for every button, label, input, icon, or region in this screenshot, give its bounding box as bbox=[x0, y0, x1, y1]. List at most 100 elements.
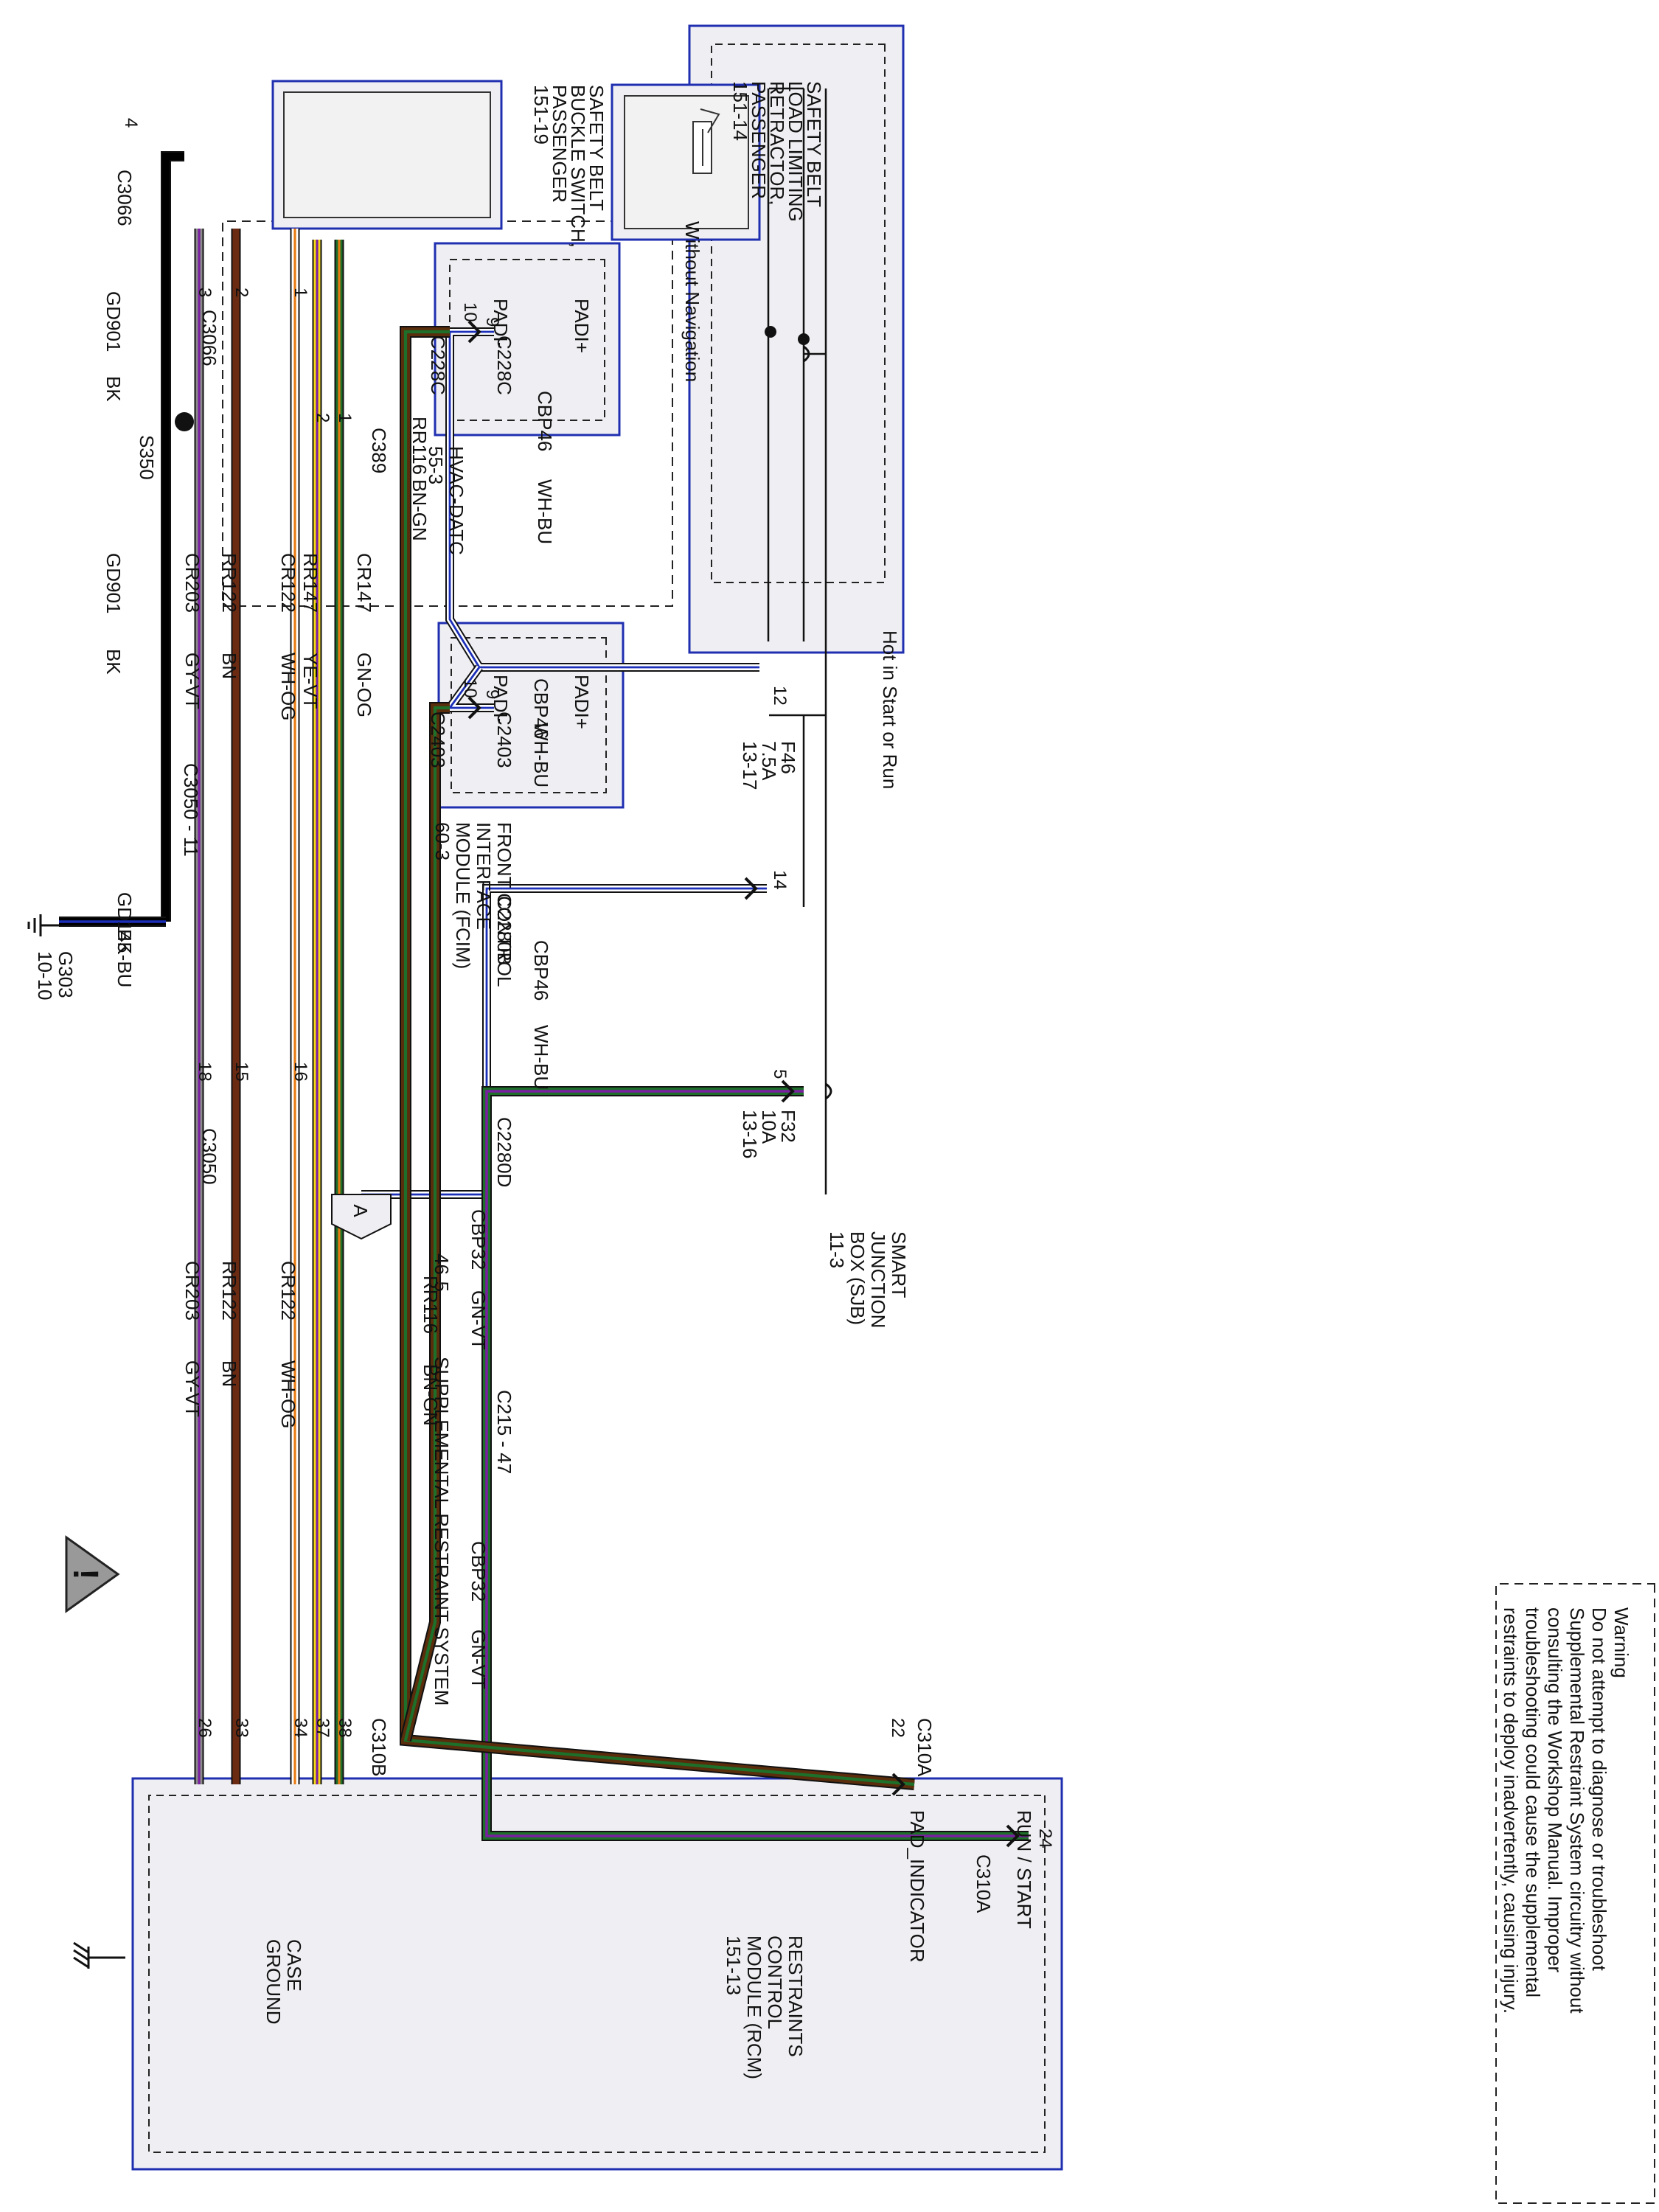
c3066-lower: C3066 bbox=[114, 170, 136, 226]
wire-gd901-tracer bbox=[164, 155, 184, 922]
c2280d: C2280D bbox=[493, 1117, 515, 1187]
connector-arrow-1 bbox=[467, 696, 481, 720]
pin-38: 38 bbox=[335, 1718, 355, 1738]
sjb-internals bbox=[767, 87, 827, 1194]
wire-gn-vt-1: GN-VT bbox=[467, 1290, 490, 1350]
buckle-label-1: SAFETY BELT bbox=[585, 85, 608, 211]
pin-18: 18 bbox=[195, 1062, 215, 1082]
f32-label-3: 13-16 bbox=[739, 1110, 761, 1159]
wire-rr116-1: RR116 bbox=[408, 417, 431, 475]
wire-cbp46-mid: CBP46 bbox=[530, 678, 552, 739]
pin-2-c389: 2 bbox=[313, 413, 333, 422]
connector-arrow-0 bbox=[467, 320, 481, 344]
pin-14: 14 bbox=[770, 870, 790, 890]
pin-10-hvac: 10 bbox=[460, 302, 480, 322]
ground-g303-icon bbox=[27, 914, 59, 936]
wire-bk-bu: BK-BU bbox=[114, 929, 136, 987]
warning-line-3: consulting the Workshop Manual. Improper bbox=[1544, 1607, 1566, 1973]
wire-rr116-hvac-tracer bbox=[403, 330, 915, 1787]
sjb-label-3: BOX (SJB) bbox=[846, 1231, 869, 1325]
c2403-bottom: C2403 bbox=[427, 712, 449, 768]
wire-bn-gn-1: BN-GN bbox=[408, 479, 431, 541]
wire-bk-2: BK bbox=[102, 649, 125, 675]
wire-gy-vt-2: GY-VT bbox=[181, 1360, 204, 1417]
rcm-label-4: 151-13 bbox=[723, 1935, 745, 1995]
buckle-label-4: 151-19 bbox=[530, 85, 552, 145]
wire-cr203-2: CR203 bbox=[181, 1261, 204, 1321]
wire-rr122-2: RR122 bbox=[218, 1261, 240, 1321]
pin-33: 33 bbox=[232, 1718, 251, 1738]
pin-2-c3066: 2 bbox=[232, 288, 251, 297]
wire-cbp46-offpage-outline bbox=[361, 884, 767, 1199]
pin-16: 16 bbox=[291, 1062, 310, 1082]
c228c-bottom: C228C bbox=[427, 335, 449, 395]
rcm-pad-indicator: PAD_INDICATOR bbox=[906, 1810, 928, 1963]
splice-label: S350 bbox=[136, 435, 158, 480]
fcim-label-4: 60-3 bbox=[431, 822, 453, 860]
warning-box bbox=[1495, 1583, 1655, 2204]
diagram-content: ! bbox=[27, 24, 1655, 2204]
wire-cbp46-offpage-tracer bbox=[361, 887, 767, 1196]
buckle-label-2: BUCKLE SWITCH, bbox=[567, 85, 589, 248]
c2280b: C2280B bbox=[493, 896, 515, 965]
without-navigation-label: Without Navigation bbox=[681, 221, 703, 382]
buckle-label-3: PASSENGER bbox=[549, 85, 571, 203]
retractor-label-2: LOAD LIMITING bbox=[785, 81, 807, 222]
c310a-pad: C310A bbox=[914, 1718, 936, 1777]
wire-cbp46-top: CBP46 bbox=[534, 391, 556, 451]
connector-arrow-2 bbox=[744, 877, 758, 900]
c310b: C310B bbox=[368, 1718, 390, 1777]
restraints-control-module bbox=[131, 1777, 1063, 2171]
f46-label-1: F46 bbox=[777, 741, 799, 774]
sjb-label-4: 11-3 bbox=[826, 1231, 848, 1268]
wire-bk-1: BK bbox=[102, 376, 125, 402]
pin-22: 22 bbox=[888, 1718, 908, 1738]
pin-1-c3066: 1 bbox=[291, 288, 310, 297]
ground-label-1: G303 bbox=[55, 951, 77, 998]
f46-label-3: 13-17 bbox=[739, 741, 761, 790]
hvac-label-1: HVAC-DATC bbox=[445, 446, 467, 555]
wire-bn-gn-2: BN-GN bbox=[420, 1364, 442, 1426]
pin-1-c389: 1 bbox=[335, 413, 355, 422]
wire-rr116-2: RR116 bbox=[420, 1276, 442, 1334]
retractor-label-3: RETRACTOR, bbox=[766, 81, 788, 206]
svg-text:!: ! bbox=[66, 1568, 105, 1580]
warning-line-2: Supplemental Restraint System circuitry … bbox=[1566, 1607, 1588, 2014]
pin-12: 12 bbox=[770, 686, 790, 706]
fcim-label-1: FRONT CONTROL bbox=[493, 822, 515, 987]
wire-cbp32-outline bbox=[481, 1086, 1029, 1841]
wire-wh-bu-low: WH-BU bbox=[530, 1025, 552, 1090]
wire-wh-og-1: WH-OG bbox=[277, 653, 299, 720]
pin-26: 26 bbox=[195, 1718, 215, 1738]
c389: C389 bbox=[368, 428, 390, 473]
f32-label-2: 10A bbox=[758, 1110, 780, 1144]
hvac-padi-minus: PADI- bbox=[490, 299, 512, 348]
fcim-label-2: INTERFACE bbox=[473, 822, 495, 930]
c228c-top: C228C bbox=[493, 335, 515, 395]
c3050: C3050 bbox=[198, 1128, 220, 1185]
pin-37: 37 bbox=[313, 1718, 333, 1738]
f32-label-1: F32 bbox=[777, 1110, 799, 1143]
c3050-11: C3050 - 11 bbox=[180, 763, 202, 857]
wire-gd901-2: GD901 bbox=[102, 553, 125, 613]
connector-arrows bbox=[467, 320, 1020, 1848]
wire-wh-og-2: WH-OG bbox=[277, 1360, 299, 1428]
pin-34: 34 bbox=[291, 1718, 310, 1738]
sjb-label-2: JUNCTION bbox=[867, 1231, 889, 1328]
sjb-junction-2 bbox=[798, 333, 810, 345]
connector-arrow-5 bbox=[891, 1773, 905, 1796]
wire-cr122-2: CR122 bbox=[277, 1261, 299, 1321]
retractor-label-1: SAFETY BELT bbox=[803, 81, 825, 207]
rcm-case-ground-2: GROUND bbox=[262, 1939, 285, 2025]
wire-cbp32-2: CBP32 bbox=[467, 1541, 490, 1601]
warning-line-1: Do not attempt to diagnose or troublesho… bbox=[1588, 1607, 1610, 1972]
wire-gd901-1: GD901 bbox=[102, 291, 125, 352]
wire-rr116-fcim-tracer bbox=[403, 706, 450, 1741]
c215-47: C215 - 47 bbox=[493, 1390, 515, 1474]
wire-cr147: CR147 bbox=[353, 553, 375, 613]
case-ground-icon bbox=[73, 1941, 125, 1969]
offpage-ref: 46-5 bbox=[431, 1253, 453, 1292]
wire-gn-vt-2: GN-VT bbox=[467, 1630, 490, 1689]
wire-cr203-1: CR203 bbox=[181, 553, 204, 613]
